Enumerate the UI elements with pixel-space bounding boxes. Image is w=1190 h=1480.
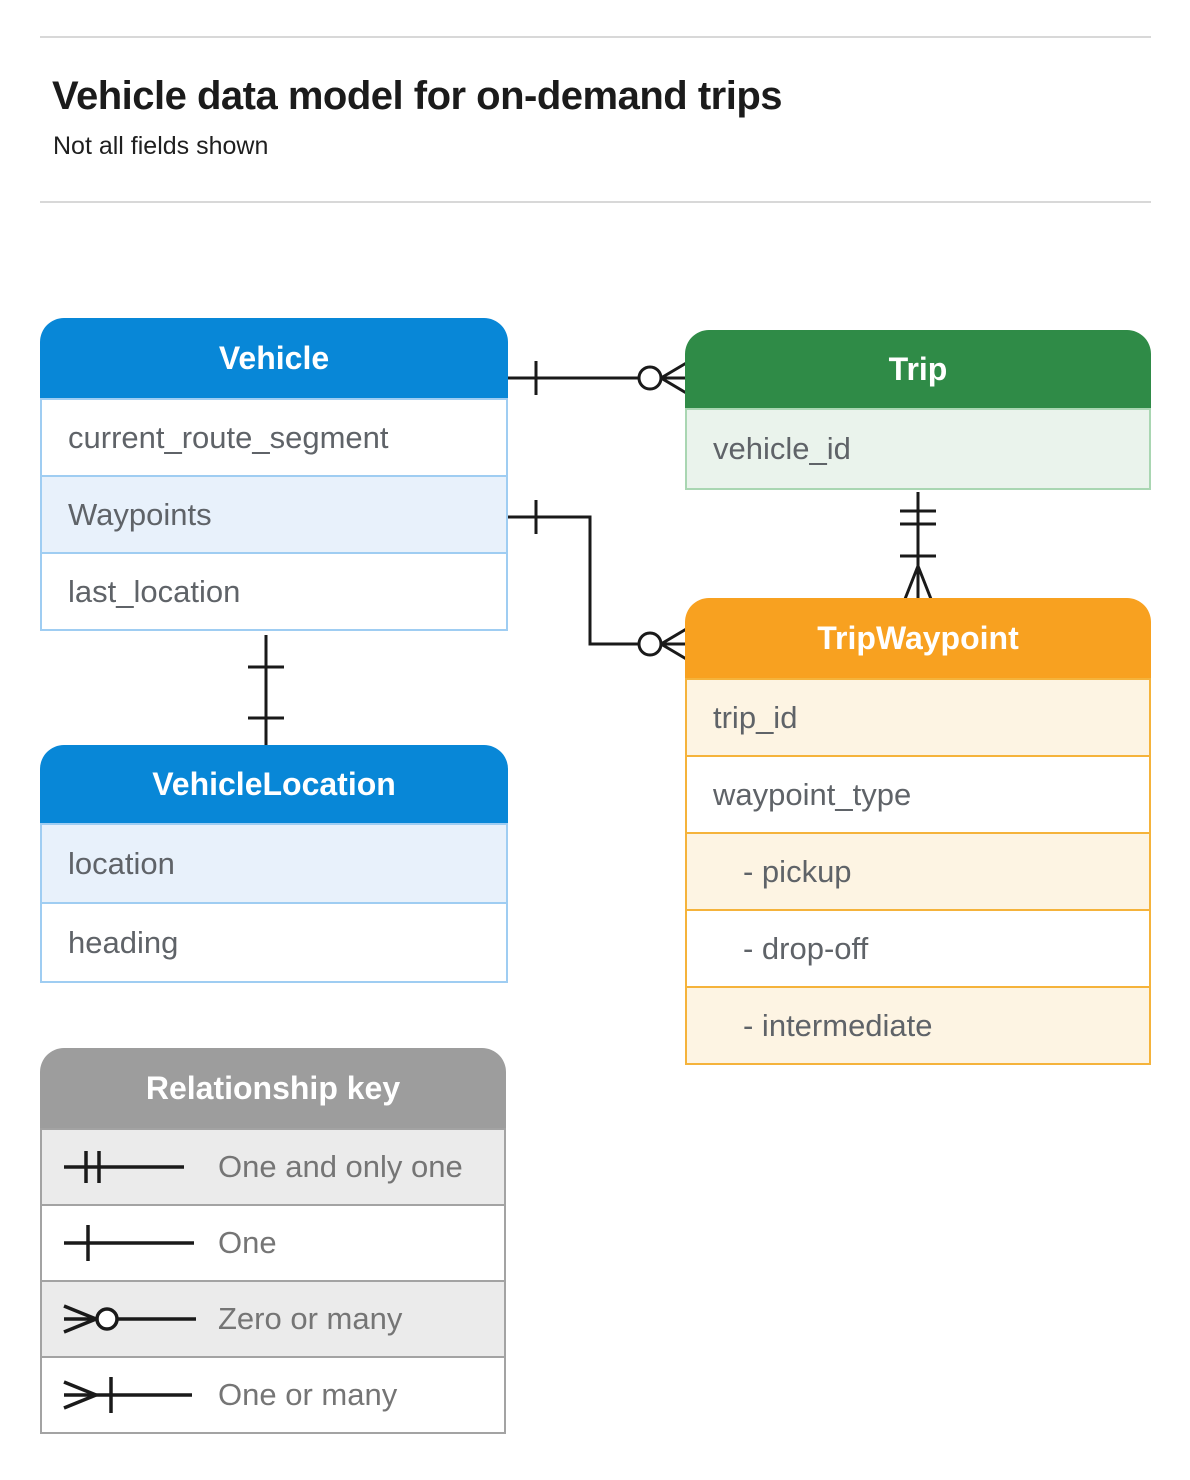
legend-label-one: One	[218, 1225, 277, 1260]
entity-tripwaypoint-title: TripWaypoint	[685, 598, 1151, 678]
field-waypoint-type-drop-off: - drop-off	[685, 909, 1151, 988]
one-and-only-one-icon	[64, 1151, 184, 1183]
one-or-many-icon	[63, 1377, 192, 1413]
legend-row-one: One	[40, 1204, 506, 1282]
legend-label-zero-or-many: Zero or many	[218, 1301, 403, 1336]
field-current-route-segment: current_route_segment	[40, 398, 508, 477]
legend-row-one-and-only-one: One and only one	[40, 1128, 506, 1206]
legend-row-one-or-many: One or many	[40, 1356, 506, 1434]
top-divider	[40, 36, 1151, 38]
field-waypoints: Waypoints	[40, 475, 508, 554]
legend-label-one-and-only-one: One and only one	[218, 1149, 463, 1184]
entity-vehicle-title: Vehicle	[40, 318, 508, 398]
header-divider	[40, 201, 1151, 203]
field-trip-id: trip_id	[685, 678, 1151, 757]
connector-waypoints-tripwaypoint	[508, 500, 689, 662]
entity-vehiclelocation-title: VehicleLocation	[40, 745, 508, 823]
field-heading: heading	[40, 902, 508, 983]
one-icon	[64, 1225, 194, 1261]
field-waypoint-type: waypoint_type	[685, 755, 1151, 834]
entity-vehiclelocation: VehicleLocation location heading	[40, 745, 508, 983]
page-subtitle: Not all fields shown	[53, 132, 269, 160]
field-waypoint-type-intermediate: - intermediate	[685, 986, 1151, 1065]
field-waypoint-type-pickup: - pickup	[685, 832, 1151, 911]
field-location: location	[40, 823, 508, 904]
entity-vehicle: Vehicle current_route_segment Waypoints …	[40, 318, 508, 631]
entity-trip-title: Trip	[685, 330, 1151, 408]
entity-trip: Trip vehicle_id	[685, 330, 1151, 490]
connector-vehicle-vehiclelocation	[248, 635, 284, 747]
page-title: Vehicle data model for on-demand trips	[52, 74, 783, 118]
connector-vehicle-trip	[508, 360, 689, 396]
entity-tripwaypoint: TripWaypoint trip_id waypoint_type - pic…	[685, 598, 1151, 1065]
connector-trip-tripwaypoint	[900, 492, 936, 600]
relationship-key: Relationship key One and only one One Ze…	[40, 1048, 506, 1434]
legend-row-zero-or-many: Zero or many	[40, 1280, 506, 1358]
zero-or-many-icon	[63, 1304, 196, 1334]
relationship-key-title: Relationship key	[40, 1048, 506, 1128]
legend-label-one-or-many: One or many	[218, 1377, 398, 1412]
field-last-location: last_location	[40, 552, 508, 631]
field-vehicle-id: vehicle_id	[685, 408, 1151, 490]
